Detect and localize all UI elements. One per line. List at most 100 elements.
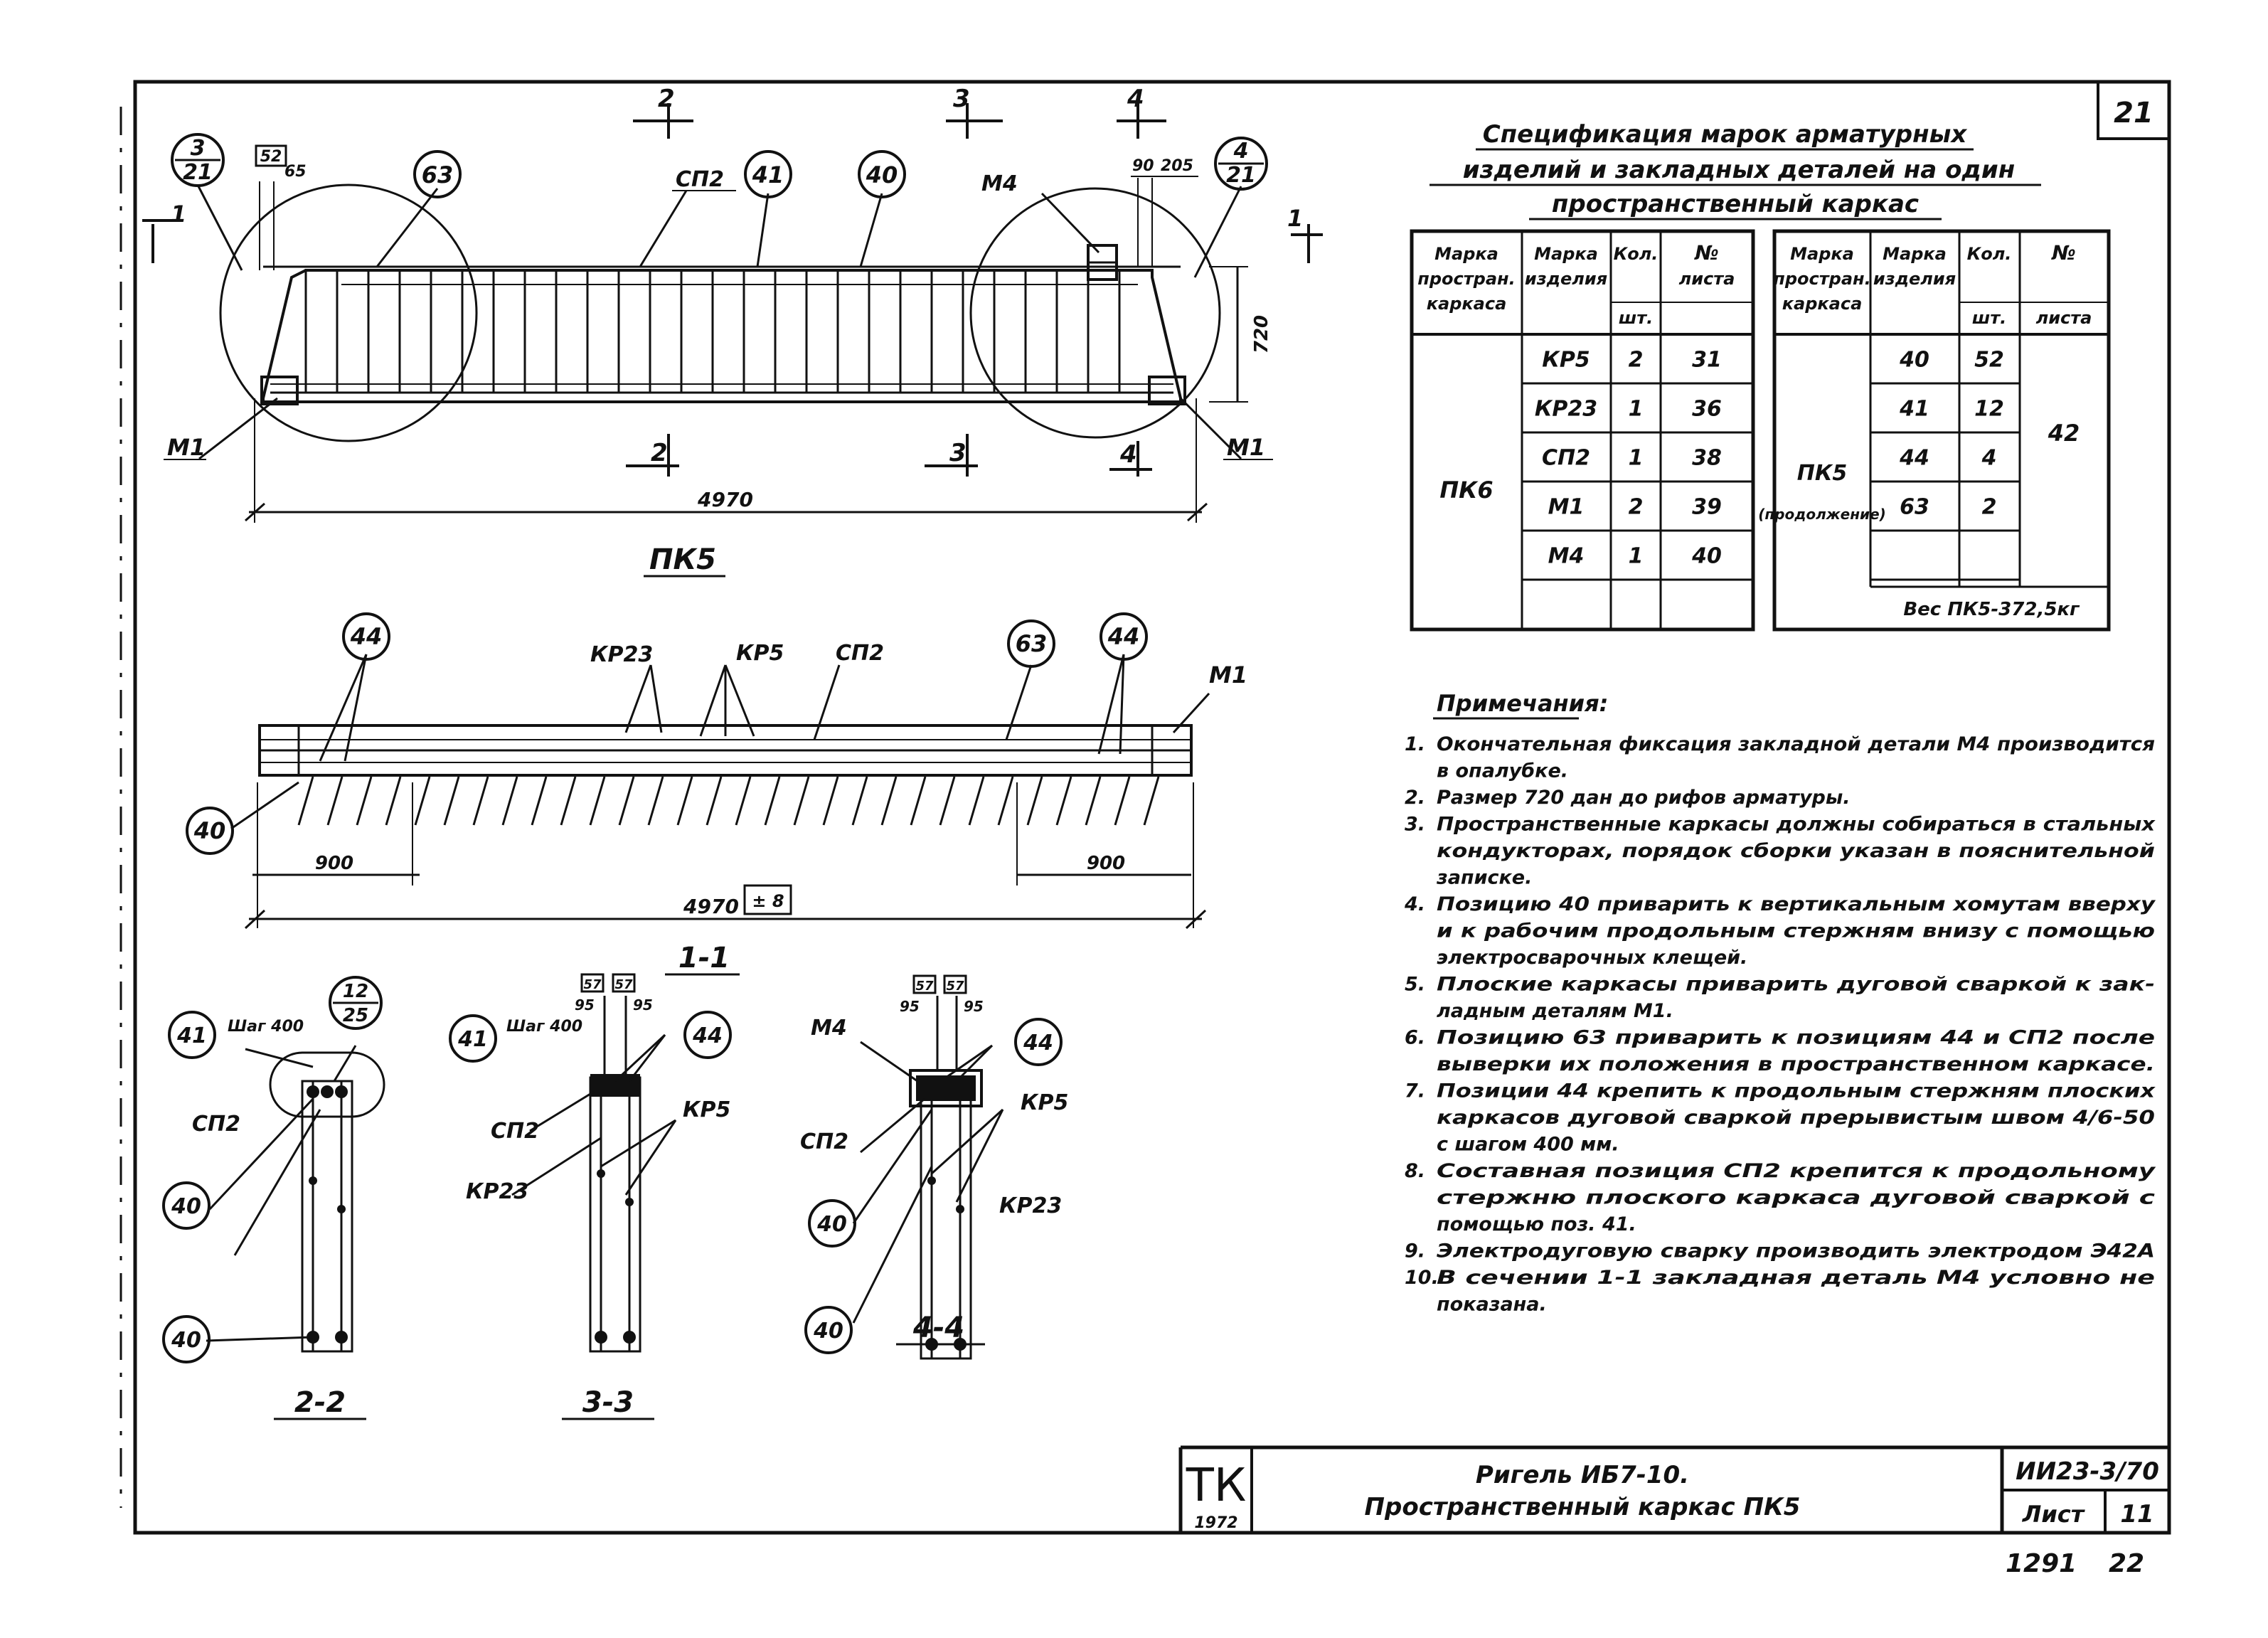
plan-labels: 44 63 44 40 КР23 КР5 СП2 М1 900 900 4970…	[186, 612, 1247, 976]
section-4-4	[852, 974, 1004, 1360]
note-text: записке.	[1436, 867, 1532, 889]
s44-label-kr5: КР5	[1021, 1090, 1068, 1115]
stirrup-tick	[822, 776, 839, 826]
footer-note-1: 1291	[2006, 1549, 2077, 1578]
detail-circle-right	[969, 187, 1221, 439]
stirrup-tick	[531, 776, 548, 826]
spec-left-h2-1: Марка	[1534, 244, 1598, 264]
detail-circle-left	[219, 184, 478, 442]
note-number: 5.	[1405, 974, 1425, 996]
note-text: кондукторах, порядок сборки указан в поя…	[1437, 840, 2155, 862]
spec-table-left: Марка простран. каркаса Марка изделия Ко…	[1410, 229, 1755, 632]
note-number: 10.	[1405, 1267, 1439, 1289]
spec-left-h3-2: шт.	[1619, 308, 1654, 328]
tb-org: ТК	[1186, 1459, 1247, 1512]
plan-tag-63: 63	[1016, 630, 1048, 657]
spec-left-qty: 2	[1629, 348, 1644, 373]
note-text: выверки их положения в пространственном …	[1437, 1053, 2155, 1075]
stirrup-tick	[1026, 776, 1043, 826]
spec-left-h2-2: изделия	[1525, 269, 1607, 289]
plan-span-left: 900	[315, 853, 353, 874]
s33-step: Шаг 400	[506, 1018, 582, 1036]
section-mark-2-bottom: 2	[651, 439, 668, 467]
label-m4: М4	[981, 171, 1018, 196]
spec-left-sheet: 36	[1692, 397, 1722, 422]
note-text: в опалубке.	[1437, 760, 1568, 782]
spec-right-item: 41	[1899, 397, 1929, 422]
page-number-box: 21	[2097, 82, 2169, 140]
s44-box-r: 57	[946, 979, 964, 994]
plate-m1-left	[260, 376, 299, 405]
note-text: Позицию 63 приварить к позициям 44 и СП2…	[1437, 1027, 2155, 1049]
note-number: 9.	[1405, 1240, 1425, 1262]
note-text: Составная позиция СП2 крепится к продоль…	[1437, 1160, 2156, 1182]
stirrup-tick	[297, 776, 314, 826]
stirrup-tick	[910, 776, 927, 826]
stirrup-tick	[1114, 776, 1131, 826]
spec-left-h1-2: простран.	[1417, 269, 1515, 289]
s22-caption: 2-2	[294, 1386, 346, 1419]
spec-right-h2-1: Марка	[1883, 244, 1947, 264]
stirrups	[304, 269, 1121, 393]
s33-tag-44: 44	[692, 1023, 723, 1048]
spec-right-frame-note: (продолжение)	[1758, 506, 1886, 523]
spec-title: Спецификация марок арматурных изделий и …	[1430, 120, 2041, 220]
note-text: Окончательная фиксация закладной детали …	[1437, 733, 2155, 755]
note-text: Электродуговую сварку производить электр…	[1437, 1240, 2155, 1262]
callout-right-bottom: 21	[1226, 163, 1256, 188]
stirrup-tick	[647, 776, 664, 826]
dim-65: 65	[284, 163, 307, 181]
s33-label-kr23: КР23	[466, 1179, 528, 1204]
stirrup-tick	[356, 776, 373, 826]
plan-label-sp2: СП2	[836, 641, 884, 666]
s22-callout-bottom: 25	[343, 1005, 368, 1026]
footer-notes: 1291 22	[2006, 1549, 2144, 1578]
note-text: Плоские каркасы приварить дуговой сварко…	[1437, 974, 2155, 996]
stirrup-tick	[501, 776, 518, 826]
stirrup-tick	[793, 776, 810, 826]
spec-left-item: СП2	[1542, 446, 1590, 471]
tb-sheet-label: Лист	[2022, 1501, 2086, 1528]
spec-right-sheet: 42	[2048, 420, 2080, 447]
stirrup-tick	[764, 776, 781, 826]
spec-right-qty: 52	[1974, 348, 2004, 373]
spec-left-h1-3: каркаса	[1427, 294, 1507, 314]
spec-left-qty: 1	[1629, 544, 1644, 569]
spec-left-h1-1: Марка	[1434, 244, 1498, 264]
section-mark-4-top: 4	[1127, 85, 1144, 113]
section-mark-3-bottom: 3	[949, 439, 967, 467]
note-text: ладным деталям М1.	[1437, 1000, 1673, 1022]
stirrup-tick	[1055, 776, 1072, 826]
section-4-4-labels: М4 44 57 57 95 95 КР5 СП2 40 КР23 40 4-4	[800, 979, 1068, 1354]
note-number: 8.	[1405, 1160, 1425, 1182]
note-number: 3.	[1405, 814, 1425, 836]
spec-title-line-1: Спецификация марок арматурных	[1483, 120, 1968, 149]
page-number: 21	[2114, 97, 2153, 129]
tb-line-2: Пространственный каркас ПК5	[1365, 1493, 1801, 1521]
plan-view	[230, 654, 1210, 930]
dim-4970: 4970	[697, 488, 753, 511]
note-text: Размер 720 дан до рифов арматуры.	[1437, 787, 1851, 809]
spec-left-frame: ПК6	[1439, 477, 1493, 504]
note-text: с шагом 400 мм.	[1437, 1134, 1619, 1156]
spec-right-h4-1: №	[2050, 241, 2076, 265]
section-marks	[142, 103, 1323, 477]
spec-table-right: Марка простран. каркаса Марка изделия Ко…	[1758, 229, 2111, 632]
notes-heading: Примечания:	[1437, 690, 1608, 717]
stirrup-tick	[706, 776, 723, 826]
spec-right-weight: Вес ПК5-372,5кг	[1903, 599, 2080, 620]
spec-right-qty: 4	[1981, 446, 1997, 471]
elevation-view	[142, 103, 1323, 523]
box-52: 52	[260, 148, 282, 166]
s44-dim-r: 95	[964, 998, 984, 1015]
section-mark-1-left: 1	[171, 201, 186, 228]
plan-tag-40: 40	[193, 817, 226, 844]
tb-line-1: Ригель ИБ7-10.	[1476, 1461, 1689, 1489]
note-text: стержню плоского каркаса дуговой сваркой…	[1437, 1187, 2155, 1209]
elevation-caption: ПК5	[649, 543, 716, 576]
s44-label-kr23: КР23	[999, 1193, 1062, 1218]
note-text: каркасов дуговой сваркой прерывистым шво…	[1437, 1107, 2155, 1129]
plan-length: 4970	[683, 895, 739, 918]
s33-dim-l: 95	[575, 996, 595, 1014]
